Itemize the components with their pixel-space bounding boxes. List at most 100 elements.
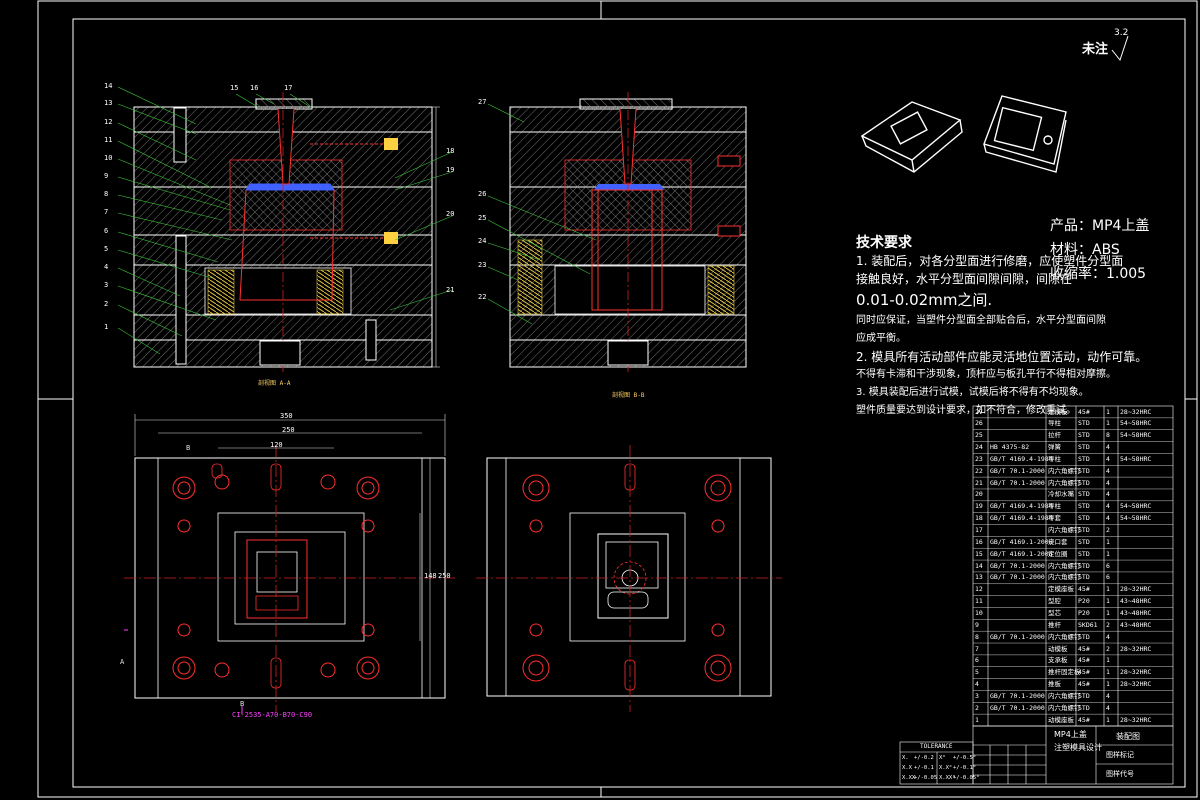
bom-cell: GB/T 70.1-2000 xyxy=(990,478,1045,487)
part-callout-11: 11 xyxy=(104,136,113,144)
part-callout-10: 10 xyxy=(104,154,113,162)
bom-cell: 定位圈 xyxy=(1048,549,1068,558)
bom-cell: P20 xyxy=(1078,608,1090,617)
bom-cell: 4 xyxy=(1106,502,1110,511)
tolerance-cell: +/-0.1° xyxy=(953,765,977,771)
dim-sub-height: 148 xyxy=(424,572,437,580)
bom-cell: GB/T 70.1-2000 xyxy=(990,466,1045,475)
part-callout-12: 12 xyxy=(104,118,113,126)
bom-cell: 19 xyxy=(975,502,983,511)
bom-cell: 54~58HRC xyxy=(1120,502,1152,511)
bom-cell: 4 xyxy=(1106,443,1110,452)
bom-cell: 导套 xyxy=(1048,514,1061,523)
bom-cell: GB/T 70.1-2000 xyxy=(990,561,1045,570)
part-callout-7: 7 xyxy=(104,208,109,216)
bom-cell: GB/T 4169.4-1984 xyxy=(990,502,1053,511)
bom-cell: 内六角螺钉 xyxy=(1048,466,1081,475)
dim-sub-width: 120 xyxy=(270,441,283,449)
bom-cell: 动模座板 xyxy=(1048,715,1074,724)
product-shrink: 收缩率：1.005 xyxy=(1050,266,1147,282)
bom-cell: 28~32HRC xyxy=(1120,585,1152,594)
bom-cell: STD xyxy=(1078,537,1090,546)
bom-cell: 内六角螺钉 xyxy=(1048,478,1081,487)
bom-cell: 26 xyxy=(975,419,983,428)
bom-cell: 43~48HRC xyxy=(1120,608,1152,617)
bom-cell: STD xyxy=(1078,454,1090,463)
tech-note-line: 1. 装配后，对各分型面进行修磨，应使塑件分型面 xyxy=(856,254,1124,268)
bom-cell: 54~58HRC xyxy=(1120,454,1152,463)
bom-cell: 型腔 xyxy=(1048,597,1061,606)
part-callout-15: 15 xyxy=(230,84,239,92)
bom-cell: STD xyxy=(1078,549,1090,558)
product-isometric-1 xyxy=(860,101,963,173)
bom-cell: 4 xyxy=(975,680,979,689)
product-material: 材料：ABS xyxy=(1050,242,1120,258)
part-callout-24: 24 xyxy=(478,237,487,245)
bom-cell: 定模板 xyxy=(1048,407,1068,416)
bom-cell: 1 xyxy=(1106,608,1110,617)
bom-cell: GB/T 70.1-2000 xyxy=(990,632,1045,641)
bom-cell: GB/T 4169.4-1984 xyxy=(990,454,1053,463)
bom-cell: 45# xyxy=(1078,407,1090,416)
bom-cell: GB/T 4169.1-2006 xyxy=(990,537,1053,546)
bom-cell: GB/T 70.1-2000 xyxy=(990,703,1045,712)
plan-view-left xyxy=(124,414,455,714)
bom-cell: 导柱 xyxy=(1048,502,1061,511)
part-callout-9: 9 xyxy=(104,172,109,180)
bom-cell: STD xyxy=(1078,490,1090,499)
bom-cell: 内六角螺钉 xyxy=(1048,561,1081,570)
bom-cell: 17 xyxy=(975,526,983,535)
bom-cell: 11 xyxy=(975,597,983,606)
tech-note-line: 0.01-0.02mm之间. xyxy=(856,291,993,309)
mold-base-code: CI-2535-A70-B70-C90 xyxy=(232,711,313,719)
bom-cell: 4 xyxy=(1106,454,1110,463)
bom-cell: 4 xyxy=(1106,691,1110,700)
tolerance-cell: X° xyxy=(939,755,946,761)
tolerance-cell: X.XX° xyxy=(939,775,956,781)
bom-cell: 1 xyxy=(1106,656,1110,665)
bom-cell: 28~32HRC xyxy=(1120,668,1152,677)
bom-cell: 2 xyxy=(975,703,979,712)
bom-cell: 1 xyxy=(1106,585,1110,594)
bom-row-lines xyxy=(973,417,1173,715)
tolerance-cell: X. xyxy=(902,755,909,761)
bom-cell: 3 xyxy=(975,691,979,700)
section-a-caption: 剖视图 A-A xyxy=(258,380,291,387)
bom-cell: 拉杆 xyxy=(1048,431,1061,440)
bom-cell: 12 xyxy=(975,585,983,594)
section-mark-b-bottom: B xyxy=(240,700,245,708)
part-callout-19: 19 xyxy=(446,166,455,174)
bom-cell: 10 xyxy=(975,608,983,617)
bom-cell: GB/T 70.1-2000 xyxy=(990,573,1045,582)
part-callout-23: 23 xyxy=(478,261,487,269)
title-block-grid xyxy=(899,725,1174,785)
part-callout-17: 17 xyxy=(284,84,293,92)
bom-cell: 4 xyxy=(1106,490,1110,499)
bom-cell: 内六角螺钉 xyxy=(1048,632,1081,641)
bom-cell: 24 xyxy=(975,443,983,452)
bom-cell: 推板 xyxy=(1048,680,1061,689)
bom-cell: 14 xyxy=(975,561,983,570)
bom-cell: 1 xyxy=(1106,419,1110,428)
bom-cell: GB/T 4169.4-1984 xyxy=(990,514,1053,523)
bom-cell: GB/T 4169.1-2006 xyxy=(990,549,1053,558)
bom-cell: STD xyxy=(1078,632,1090,641)
bom-cell: STD xyxy=(1078,703,1090,712)
bom-cell: 1 xyxy=(1106,597,1110,606)
tech-note-line: 塑件质量要达到设计要求，如不符合，修改重试。 xyxy=(856,405,1076,416)
bom-cell: 2 xyxy=(1106,526,1110,535)
bom-cell: SKD61 xyxy=(1078,620,1098,629)
bom-cell: 25 xyxy=(975,431,983,440)
title-block-drawing-type: 装配图 xyxy=(1116,732,1140,741)
bom-cell: 9 xyxy=(975,620,979,629)
tech-note-line: 接触良好，水平分型面间隙间隙，间隙在 xyxy=(856,272,1073,286)
part-callout-6: 6 xyxy=(104,227,109,235)
surface-finish-symbol xyxy=(1111,35,1129,62)
bom-cell: 支承板 xyxy=(1048,656,1068,665)
bom-cell: 6 xyxy=(975,656,979,665)
bom-cell: STD xyxy=(1078,419,1090,428)
bom-cell: 15 xyxy=(975,549,983,558)
bom-cell: 内六角螺钉 xyxy=(1048,691,1081,700)
bom-cell: 45# xyxy=(1078,680,1090,689)
